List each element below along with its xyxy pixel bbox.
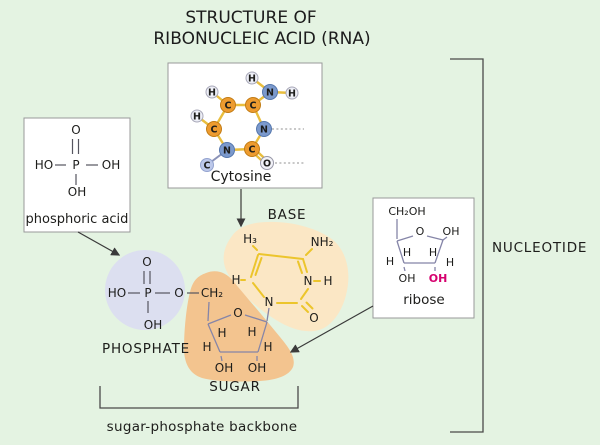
- arrow-acid-to-phosphate: [77, 231, 121, 256]
- atom-o-top: O: [71, 123, 80, 137]
- backbone-bracket: sugar-phosphate backbone: [99, 386, 299, 435]
- svg-text:H: H: [248, 73, 256, 84]
- cytosine-label: Cytosine: [211, 169, 272, 185]
- atom-p: P: [72, 158, 79, 172]
- base-label: BASE: [268, 207, 307, 223]
- atom-ho-left: HO: [108, 286, 126, 300]
- nucleotide-label: NUCLEOTIDE: [492, 240, 587, 256]
- sugar-oh: OH: [215, 361, 233, 375]
- cytosine-model-atoms: H H N H H C C C N N C O C: [190, 71, 299, 172]
- atom-n3: N: [256, 121, 272, 137]
- sugar-h: H: [217, 326, 226, 340]
- base-n-bottom: N: [265, 295, 274, 309]
- sugar-oh: OH: [248, 361, 266, 375]
- sugar-h: H: [263, 340, 272, 354]
- phosphoric-acid-box: O HO P OH OH phosphoric acid: [23, 117, 131, 233]
- atom-p: P: [144, 286, 151, 300]
- ribose-oh-left: OH: [399, 272, 416, 285]
- atom-oh-bottom: OH: [144, 318, 162, 332]
- base-h-right: H: [323, 274, 332, 288]
- title-line1: STRUCTURE OF: [185, 8, 316, 28]
- phosphate-label: PHOSPHATE: [102, 341, 190, 357]
- atom-c4: C: [245, 97, 261, 113]
- sugar-ch2: CH₂: [201, 286, 223, 300]
- atom-h: H: [245, 71, 259, 85]
- base-h3: H₃: [243, 232, 257, 246]
- ribose-h: H: [446, 256, 454, 269]
- base-o: O: [309, 311, 318, 325]
- ribose-oh-right-highlighted: OH: [429, 272, 448, 285]
- ribose-box-frame: [372, 197, 475, 319]
- atom-c-link: C: [200, 158, 214, 172]
- phosphoric-acid-box-frame: [23, 117, 131, 233]
- atom-o: O: [260, 156, 274, 170]
- atom-c2: C: [244, 141, 260, 157]
- atom-ho-left: HO: [35, 158, 53, 172]
- page-title: STRUCTURE OF RIBONUCLEIC ACID (RNA): [153, 8, 370, 49]
- ribose-ch2oh: CH₂OH: [388, 205, 425, 218]
- base-group: BASE H₃ NH₂ H N H N O: [231, 207, 333, 325]
- atom-n-amino: N: [262, 84, 278, 100]
- backbone-bracket-line: [99, 386, 299, 409]
- svg-text:C: C: [225, 100, 232, 111]
- svg-text:N: N: [266, 87, 274, 98]
- sugar-blob: [184, 271, 294, 382]
- cytosine-box-frame: [167, 62, 323, 189]
- ribose-label: ribose: [403, 292, 444, 308]
- atom-oh-bottom: OH: [68, 185, 86, 199]
- atom-c5: C: [220, 97, 236, 113]
- svg-text:N: N: [223, 145, 231, 156]
- ribose-ring-o: O: [416, 225, 425, 238]
- sugar-h: H: [202, 340, 211, 354]
- svg-text:H: H: [288, 88, 296, 99]
- atom-oh-right: OH: [102, 158, 120, 172]
- base-nh2: NH₂: [311, 235, 334, 249]
- phosphoric-acid-label: phosphoric acid: [26, 212, 129, 227]
- svg-text:C: C: [249, 144, 256, 155]
- svg-text:C: C: [250, 100, 257, 111]
- ribose-oh-top: OH: [443, 225, 460, 238]
- arrow-ribose-to-sugar: [289, 305, 374, 353]
- base-h-left: H: [231, 273, 240, 287]
- sugar-group: CH₂ O H H H H OH OH SUGAR: [201, 286, 273, 395]
- ribose-box: CH₂OH O OH H H H H OH OH ribose: [372, 197, 475, 319]
- phosphate-group: O HO P O OH PHOSPHATE: [102, 255, 199, 357]
- phosphate-circle: [105, 250, 185, 330]
- svg-text:H: H: [208, 87, 216, 98]
- sugar-ring-o: O: [233, 306, 242, 320]
- svg-text:O: O: [263, 158, 271, 169]
- cytosine-box: H H N H H C C C N N C O C Cytosine: [167, 62, 323, 189]
- base-n-right: N: [304, 274, 313, 288]
- atom-h: H: [205, 85, 219, 99]
- atom-o-top: O: [142, 255, 151, 269]
- svg-text:C: C: [204, 160, 211, 171]
- nucleotide-bracket-line: [450, 58, 484, 433]
- atom-h: H: [285, 86, 299, 100]
- atom-n1: N: [219, 142, 235, 158]
- title-line2: RIBONUCLEIC ACID (RNA): [153, 29, 370, 49]
- base-blob: [223, 221, 349, 332]
- svg-text:N: N: [260, 124, 268, 135]
- backbone-label: sugar-phosphate backbone: [107, 419, 298, 435]
- atom-c6: C: [206, 121, 222, 137]
- svg-text:C: C: [211, 124, 218, 135]
- svg-text:H: H: [193, 111, 201, 122]
- ribose-h: H: [403, 246, 411, 259]
- atom-h: H: [190, 109, 204, 123]
- base-bonds: [240, 245, 321, 322]
- sugar-h: H: [247, 325, 256, 339]
- nucleotide-bracket: NUCLEOTIDE: [450, 58, 587, 433]
- sugar-label: SUGAR: [209, 379, 261, 395]
- ribose-h: H: [386, 255, 394, 268]
- atom-o-ester: O: [174, 286, 183, 300]
- ribose-h: H: [429, 246, 437, 259]
